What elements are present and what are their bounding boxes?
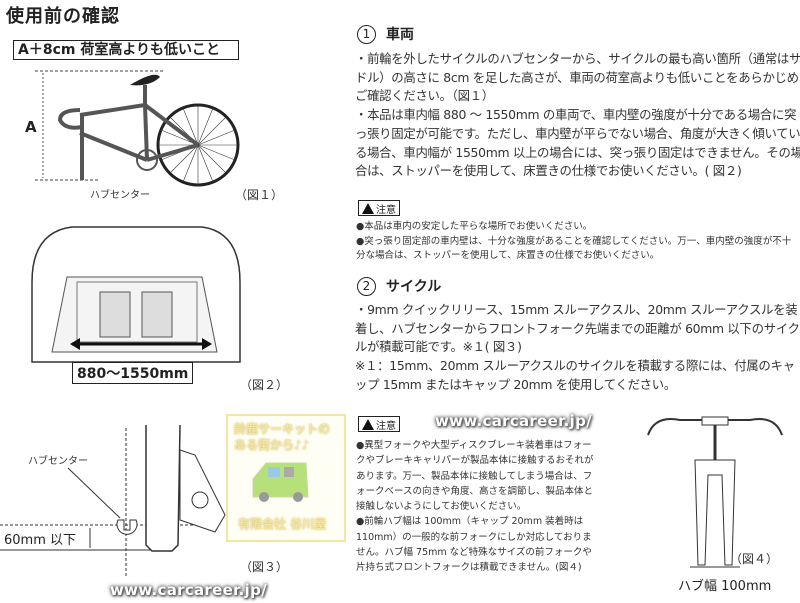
caution-badge: 注意 bbox=[358, 416, 400, 432]
caution-item: ●突っ張り固定部の車内壁は、十分な強度があることを確認してください。万一、車内壁… bbox=[356, 235, 792, 262]
ad-company: 有限会社 谷川屋 bbox=[238, 517, 327, 531]
fig1-dim-label: A bbox=[25, 118, 37, 136]
page-title: 使用前の確認 bbox=[6, 6, 120, 27]
section2-paragraph: ・9mm クイックリリース、15mm スルーアクスル、20mm スルーアクスルを… bbox=[355, 302, 800, 355]
section2-number: 2 bbox=[357, 276, 376, 296]
section1-title: 車両 bbox=[386, 27, 414, 43]
fig1-hub-label: ハブセンター bbox=[90, 190, 150, 201]
fig3-hub-label: ハブセンター bbox=[28, 456, 88, 467]
watermark-url: www.carcareer.jp/ bbox=[110, 581, 267, 599]
caution-label: 注意 bbox=[376, 204, 396, 216]
caution-label: 注意 bbox=[376, 420, 396, 432]
warning-icon bbox=[362, 202, 374, 214]
fork-hub-illustration bbox=[0, 424, 226, 578]
ad-line1: 鈴鹿サーキットの bbox=[234, 422, 331, 436]
fig2-caption: （図２） bbox=[240, 378, 289, 392]
front-fork-illustration bbox=[647, 416, 783, 568]
fig1-caption: （図１） bbox=[235, 188, 284, 202]
caution-badge: 注意 bbox=[358, 200, 400, 216]
fig3-caption: （図３） bbox=[240, 560, 289, 574]
section1-paragraph: ・本品は車内幅 880 〜 1550mm の車両で、車内壁の強度が十分である場合… bbox=[355, 107, 800, 179]
fig4-width-label: ハブ幅 100mm bbox=[678, 579, 772, 594]
fig4-caption: （図４） bbox=[730, 552, 779, 566]
caution-item: ●本品は車内の安定した平らな場所でお使いください。 bbox=[356, 221, 593, 232]
van-logo bbox=[252, 462, 309, 502]
fig3-dim-label: 60mm 以下 bbox=[4, 533, 77, 548]
section2-paragraph: ※１：15mm、20mm スルーアクスルのサイクルを積載する際には、付属のキャッ… bbox=[355, 358, 795, 392]
section1-heading: 1 車両 bbox=[357, 24, 414, 44]
shop-watermark: 鈴鹿サーキットの ある街から♪♪ 有限会社 谷川屋 bbox=[226, 414, 346, 542]
section2-heading: 2 サイクル bbox=[357, 276, 441, 296]
section2-body: ・9mm クイックリリース、15mm スルーアクスル、20mm スルーアクスルを… bbox=[355, 301, 800, 395]
ad-line2: ある街から♪♪ bbox=[234, 438, 310, 452]
van-interior-illustration bbox=[31, 226, 241, 363]
section1-number: 1 bbox=[357, 24, 376, 44]
section1-paragraph: ・前輪を外したサイクルのハブセンターから、サイクルの最も高い箇所（通常はサドル）… bbox=[355, 51, 800, 104]
caution-item: ●異型フォークや大型ディスクブレーキ装着車はフォークやブレーキキャリパーが製品本… bbox=[356, 440, 594, 513]
caution-item: ●前輪ハブ幅は 100mm（キャップ 20mm 装着時は 110mm）の一般的な… bbox=[356, 516, 592, 574]
section1-body: ・前輪を外したサイクルのハブセンターから、サイクルの最も高い箇所（通常はサドル）… bbox=[355, 50, 800, 181]
watermark-url: www.carcareer.jp/ bbox=[435, 412, 592, 430]
warning-icon bbox=[362, 418, 374, 430]
section2-cautions: ●異型フォークや大型ディスクブレーキ装着車はフォークやブレーキキャリパーが製品本… bbox=[356, 438, 600, 576]
section1-cautions: ●本品は車内の安定した平らな場所でお使いください。 ●突っ張り固定部の車内壁は、… bbox=[356, 220, 796, 264]
bicycle-illustration bbox=[35, 70, 240, 187]
section2-title: サイクル bbox=[386, 279, 442, 295]
fig2-width-label: 880〜1550mm bbox=[72, 362, 194, 384]
fig1-box-label: A＋8cm 荷室高よりも低いこと bbox=[13, 40, 239, 60]
